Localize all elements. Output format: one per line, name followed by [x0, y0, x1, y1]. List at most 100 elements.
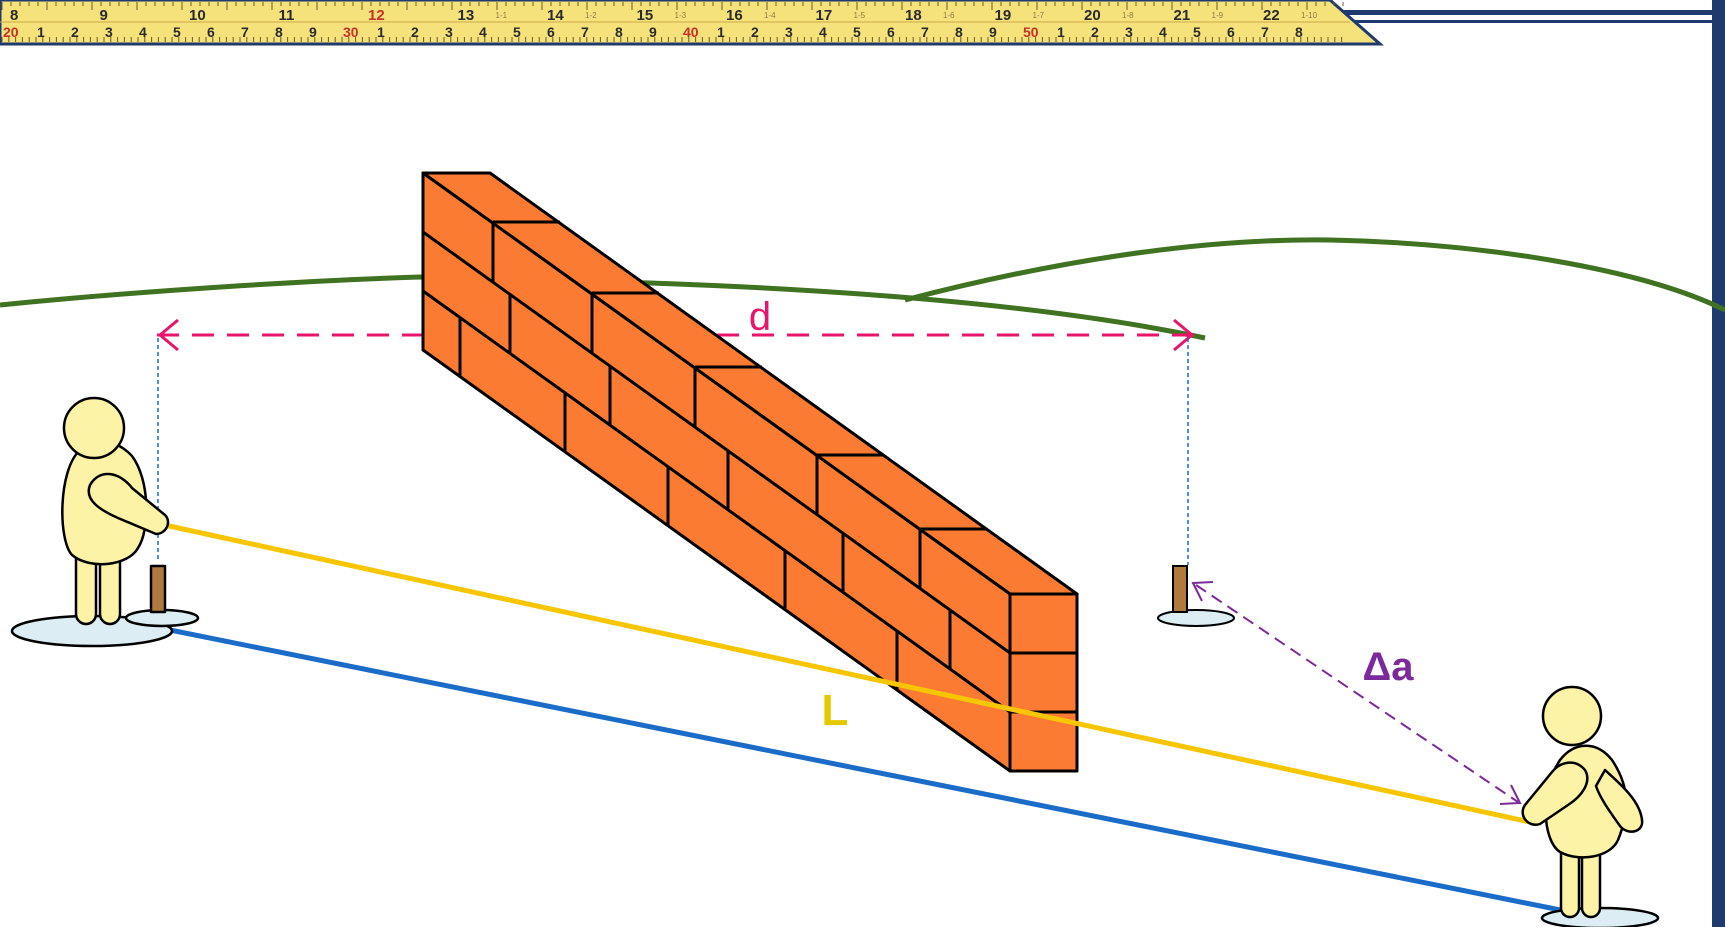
tape-cm-label: 6 — [1227, 24, 1235, 40]
tape-cm-label: 2 — [71, 24, 79, 40]
tape-cm-label: 4 — [479, 24, 487, 40]
tape-cm-label: 6 — [887, 24, 895, 40]
tape-inch-label: 22 — [1263, 7, 1280, 24]
tape-cm-label: 7 — [581, 24, 589, 40]
tape-small-label: 1-6 — [943, 11, 955, 20]
tape-cm-label: 9 — [989, 24, 997, 40]
tape-cm-label: 8 — [1295, 24, 1303, 40]
tape-cm-label: 1 — [377, 24, 385, 40]
tape-cm-label: 4 — [819, 24, 827, 40]
wall-course-line-2 — [422, 289, 1011, 714]
tape-ticks — [1, 2, 1344, 42]
wall-front-face — [421, 171, 1012, 773]
tape-cm-label: 4 — [139, 24, 147, 40]
tape-small-label: 1-1 — [496, 11, 508, 20]
frame-right-bar — [1712, 0, 1725, 927]
wall-course-line-1 — [422, 230, 1011, 655]
person-right-arm — [1521, 761, 1589, 826]
delta-a-annotation: Δa — [1191, 581, 1522, 805]
ground-baseline — [159, 625, 1591, 919]
label-L: L — [822, 686, 849, 735]
tape-cm-label: 2 — [411, 24, 419, 40]
tape-inch-label: 10 — [189, 7, 206, 24]
tape-inch-label: 15 — [637, 7, 654, 24]
tape-cm-label: 4 — [1159, 24, 1167, 40]
tape-inch-label: 20 — [1084, 7, 1101, 24]
tape-cm-label: 50 — [1023, 24, 1039, 40]
person-icon — [1541, 685, 1603, 747]
tape-cm-label: 30 — [343, 24, 359, 40]
tape-cm-label: 3 — [785, 24, 793, 40]
tape-small-label: 1-3 — [675, 11, 687, 20]
person-right — [1521, 685, 1660, 927]
tape-cm-label: 8 — [275, 24, 283, 40]
tape-cm-label: 7 — [921, 24, 929, 40]
tape-inch-label: 11 — [279, 7, 295, 24]
tape-cm-label: 3 — [1125, 24, 1133, 40]
tape-cm-label: 9 — [309, 24, 317, 40]
tape-inch-label: 14 — [547, 7, 564, 24]
tape-cm-label: 8 — [615, 24, 623, 40]
label-delta-a: Δa — [1363, 645, 1415, 689]
tape-inch-label: 16 — [726, 7, 743, 24]
tape-cm-label: 20 — [3, 24, 19, 40]
tape-inch-label: 21 — [1174, 7, 1191, 24]
tape-cm-label: 8 — [955, 24, 963, 40]
wall-end-face — [1008, 592, 1079, 773]
tape-small-label: 1-7 — [1033, 11, 1045, 20]
person-left-arm — [87, 472, 170, 536]
stake-right — [1157, 565, 1235, 627]
tape-cm-label: 6 — [547, 24, 555, 40]
tape-cm-label: 9 — [649, 24, 657, 40]
delta-a-arrowhead-bottom — [1499, 784, 1522, 805]
tape-cm-label: 1 — [717, 24, 725, 40]
d-arrowhead-left — [157, 318, 179, 352]
tape-cm-label: 6 — [207, 24, 215, 40]
stake-right-shadow — [1157, 609, 1235, 627]
person-left — [10, 396, 200, 648]
hills — [0, 237, 1725, 341]
tape-inch-label: 18 — [905, 7, 922, 24]
stake-icon — [149, 564, 167, 614]
tape-cm-label: 5 — [513, 24, 521, 40]
hill-line-left — [0, 274, 1206, 341]
tape-cm-label: 7 — [1261, 24, 1269, 40]
hill-line-right — [904, 237, 1725, 313]
label-d: d — [749, 295, 771, 339]
tape-cm-label: 2 — [1091, 24, 1099, 40]
tape-cm-label: 1 — [37, 24, 45, 40]
tape-small-label: 1-10 — [1301, 11, 1318, 20]
tape-inch-label: 12 — [368, 7, 385, 24]
d-arrowhead-right — [1173, 318, 1195, 352]
rope-line-L — [159, 521, 1531, 825]
tape-cm-label: 3 — [105, 24, 113, 40]
tape-small-label: 1-9 — [1212, 11, 1224, 20]
person-right-back-arm — [1594, 768, 1644, 833]
distance-d-annotation: d — [157, 295, 1195, 352]
tape-cm-label: 1 — [1057, 24, 1065, 40]
person-icon — [62, 396, 126, 460]
delta-a-line — [1195, 584, 1519, 803]
tape-cm-label: 3 — [445, 24, 453, 40]
tape-inch-label: 8 — [10, 7, 18, 24]
tape-small-label: 1-8 — [1122, 11, 1134, 20]
tape-inch-label: 9 — [100, 7, 108, 24]
stake-icon — [1172, 565, 1188, 613]
tape-cm-label: 5 — [1193, 24, 1201, 40]
tape-small-label: 1-4 — [764, 11, 776, 20]
tape-small-label: 1-5 — [854, 11, 866, 20]
tape-small-label: 1-2 — [585, 11, 597, 20]
tape-cm-label: 5 — [853, 24, 861, 40]
brick-wall — [421, 171, 1079, 773]
delta-a-arrowhead-top — [1191, 581, 1214, 602]
page-frame — [1320, 0, 1725, 927]
frame-top-line-upper — [1320, 10, 1712, 15]
tape-inch-label: 19 — [995, 7, 1012, 24]
tape-cm-label: 5 — [173, 24, 181, 40]
frame-top-line-lower — [1320, 20, 1712, 23]
tape-inch-label: 17 — [816, 7, 833, 24]
